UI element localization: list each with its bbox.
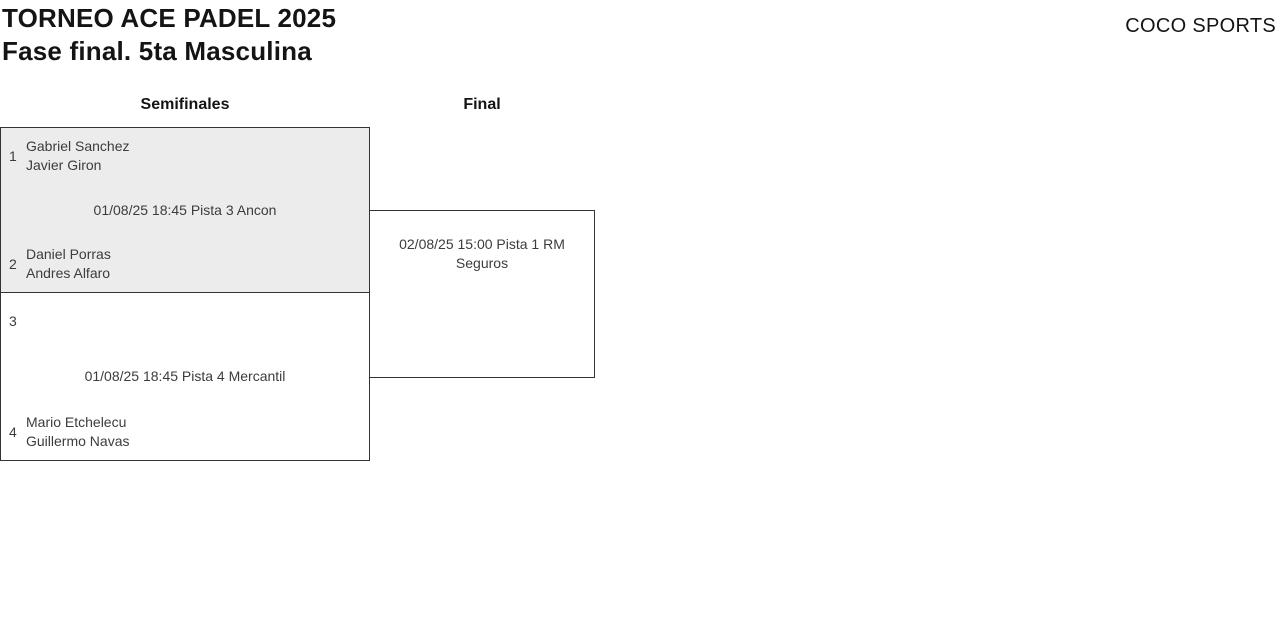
- final-match-box[interactable]: 02/08/25 15:00 Pista 1 RM Seguros: [369, 210, 595, 378]
- brand-name: COCO SPORTS: [1125, 15, 1276, 37]
- team-row: 4 Mario Etchelecu Guillermo Navas: [1, 413, 369, 451]
- match-schedule: 02/08/25 15:00 Pista 1 RM Seguros: [399, 236, 565, 271]
- team-row: 2 Daniel Porras Andres Alfaro: [1, 245, 369, 283]
- player-name: Mario Etchelecu: [26, 414, 127, 430]
- player-name: Gabriel Sanchez: [26, 138, 130, 154]
- semifinal-2-match-box[interactable]: 3 01/08/25 18:45 Pista 4 Mercantil 4 Mar…: [0, 292, 370, 461]
- page-title: TORNEO ACE PADEL 2025 Fase final. 5ta Ma…: [2, 2, 336, 68]
- team-row: 3: [1, 302, 369, 340]
- tournament-title: TORNEO ACE PADEL 2025: [2, 3, 337, 33]
- seed-number: 1: [9, 148, 17, 164]
- team-names: Mario Etchelecu Guillermo Navas: [26, 413, 129, 451]
- player-name: Guillermo Navas: [26, 433, 130, 449]
- round-header-semifinales: Semifinales: [140, 96, 230, 113]
- match-schedule: 01/08/25 18:45 Pista 4 Mercantil: [84, 368, 286, 384]
- seed-number: 2: [9, 256, 17, 272]
- semifinal-1-match-box[interactable]: 1 Gabriel Sanchez Javier Giron 01/08/25 …: [0, 127, 370, 293]
- seed-number: 4: [9, 424, 17, 440]
- player-name: Andres Alfaro: [26, 265, 111, 281]
- player-name: Javier Giron: [26, 157, 102, 173]
- team-row: 1 Gabriel Sanchez Javier Giron: [1, 137, 369, 175]
- seed-number: 3: [9, 313, 17, 329]
- round-header-final: Final: [463, 96, 501, 113]
- player-name: Daniel Porras: [26, 246, 111, 262]
- match-schedule: 01/08/25 18:45 Pista 3 Ancon: [93, 201, 277, 218]
- team-names: Daniel Porras Andres Alfaro: [26, 245, 111, 283]
- tournament-subtitle: Fase final. 5ta Masculina: [2, 36, 312, 66]
- team-names: Gabriel Sanchez Javier Giron: [26, 137, 130, 175]
